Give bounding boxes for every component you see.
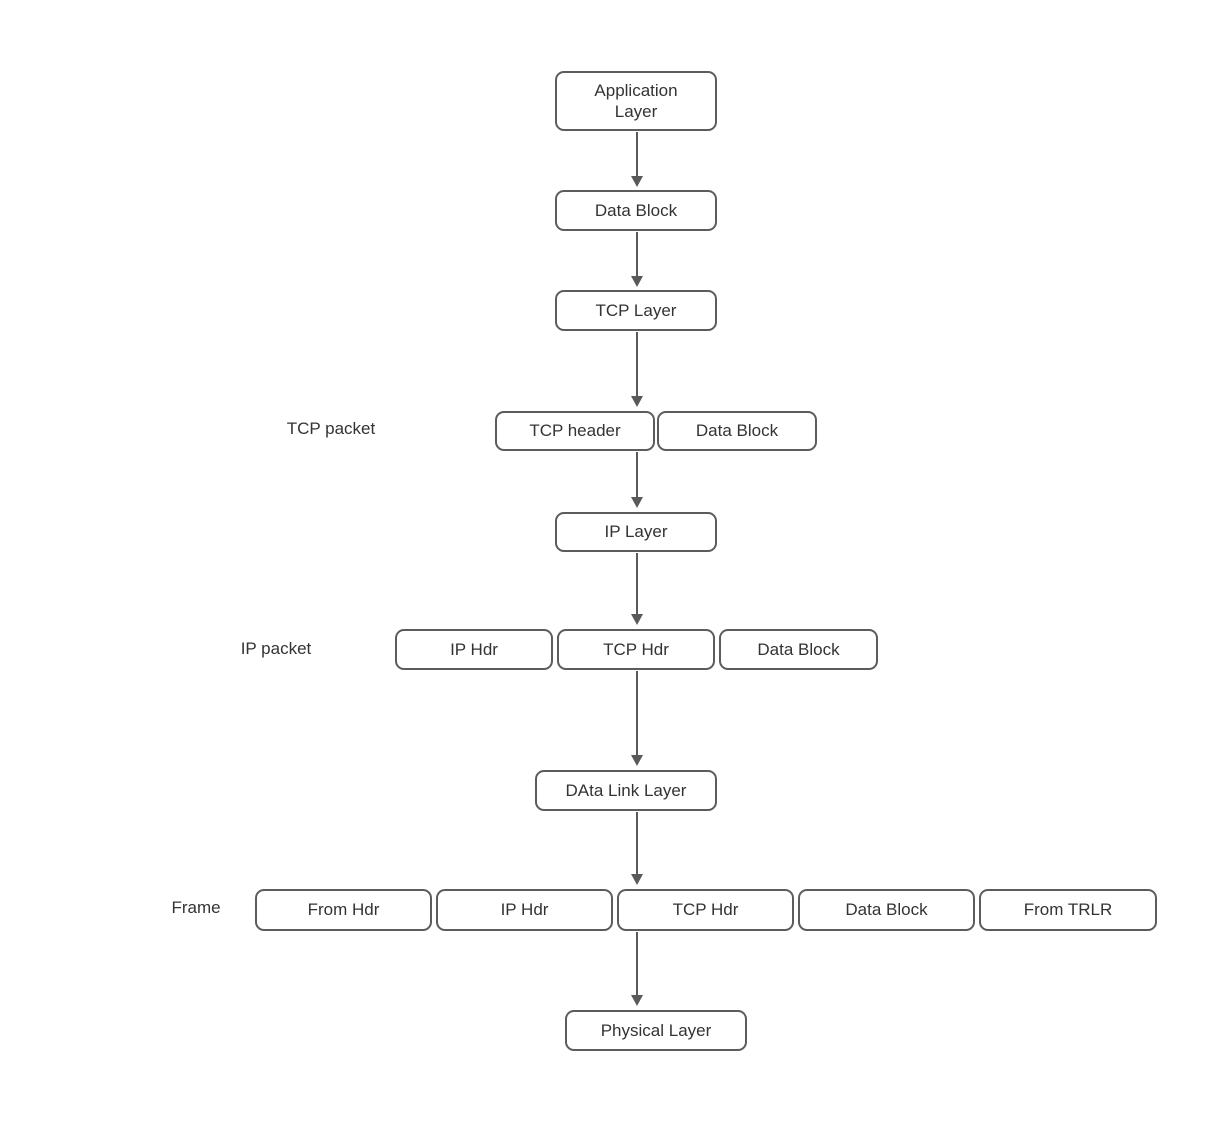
arrow-data-block-to-tcp-layer [630, 232, 643, 287]
node-tcp-layer: TCP Layer [555, 290, 717, 331]
node-ip-layer-label: IP Layer [604, 522, 668, 542]
node-frame-ip-hdr: IP Hdr [436, 889, 613, 931]
node-ip-packet-data-block-label: Data Block [757, 639, 840, 659]
node-frame-tcp-hdr: TCP Hdr [617, 889, 794, 931]
node-frame-tcp-hdr-label: TCP Hdr [672, 900, 739, 920]
arrow-application-to-data-block [630, 132, 643, 187]
node-tcp-header-label: TCP header [529, 421, 621, 441]
node-frame-from-hdr: From Hdr [255, 889, 432, 931]
node-data-link-layer: DAta Link Layer [535, 770, 717, 811]
node-application-layer: Application Layer [555, 71, 717, 131]
node-data-block-top-label: Data Block [594, 200, 678, 220]
node-ip-packet-data-block: Data Block [719, 629, 878, 670]
arrow-ip-packet-to-data-link [630, 671, 643, 766]
node-ip-packet-tcp-hdr: TCP Hdr [557, 629, 715, 670]
node-ip-packet-tcp-hdr-label: TCP Hdr [603, 639, 669, 659]
node-frame-from-trlr: From TRLR [979, 889, 1157, 931]
row-label-ip-packet: IP packet [240, 639, 312, 658]
arrow-tcp-packet-to-ip-layer [630, 452, 643, 508]
arrow-ip-layer-to-ip-packet [630, 553, 643, 625]
node-ip-packet-ip-hdr-label: IP Hdr [450, 639, 498, 659]
node-physical-layer-label: Physical Layer [600, 1020, 712, 1040]
node-frame-from-trlr-label: From TRLR [1023, 900, 1113, 920]
node-tcp-packet-data-block: Data Block [657, 411, 817, 451]
node-application-layer-label: Application Layer [594, 80, 678, 121]
node-tcp-packet-data-block-label: Data Block [695, 421, 779, 441]
node-physical-layer: Physical Layer [565, 1010, 747, 1051]
row-label-tcp-packet: TCP packet [286, 419, 376, 438]
node-ip-layer: IP Layer [555, 512, 717, 552]
node-data-block-top: Data Block [555, 190, 717, 231]
node-frame-data-block-label: Data Block [845, 900, 928, 920]
node-frame-data-block: Data Block [798, 889, 975, 931]
node-frame-from-hdr-label: From Hdr [307, 900, 380, 920]
row-label-frame: Frame [171, 898, 221, 917]
node-ip-packet-ip-hdr: IP Hdr [395, 629, 553, 670]
node-frame-ip-hdr-label: IP Hdr [500, 900, 549, 920]
arrow-data-link-to-frame [630, 812, 643, 885]
node-data-link-layer-label: DAta Link Layer [565, 780, 687, 800]
arrow-frame-to-physical [630, 932, 643, 1006]
node-tcp-header: TCP header [495, 411, 655, 451]
arrow-tcp-layer-to-tcp-packet [630, 332, 643, 407]
node-tcp-layer-label: TCP Layer [595, 300, 677, 320]
